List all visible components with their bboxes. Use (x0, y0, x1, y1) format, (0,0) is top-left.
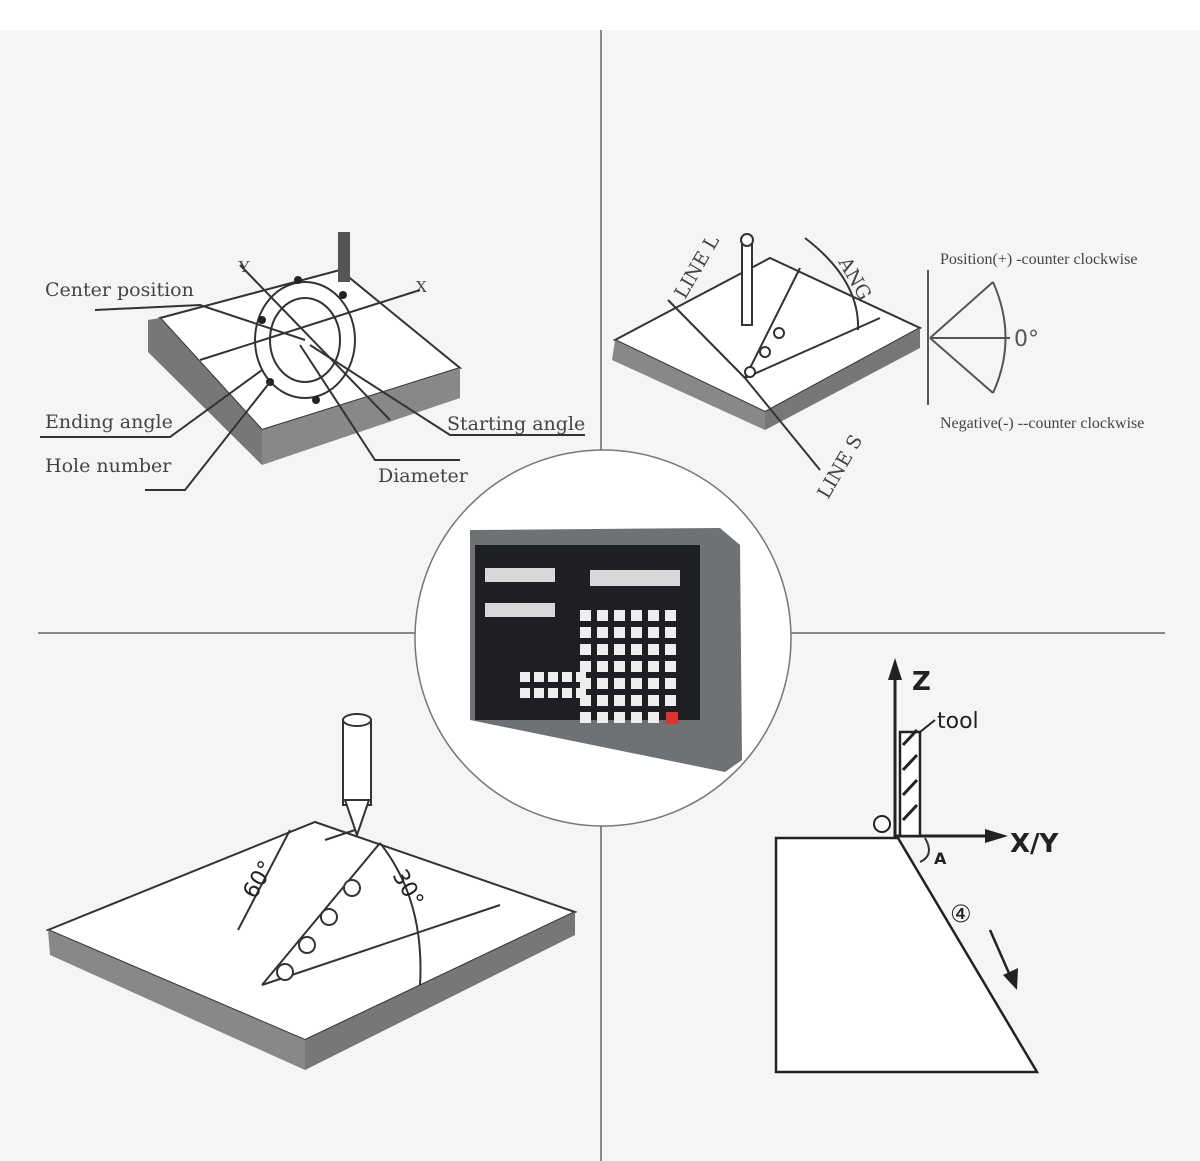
keypad-key (614, 661, 625, 672)
keypad-key (580, 712, 591, 723)
label-positive: Position(+) -counter clockwise (940, 251, 1137, 268)
function-key (562, 688, 572, 698)
label-axis-x: X (415, 277, 427, 296)
line-hole-diagram (612, 233, 1010, 471)
label-ending-angle: Ending angle (45, 411, 173, 433)
keypad-key (597, 644, 608, 655)
dro-device-image (414, 449, 792, 827)
keypad-key (648, 644, 659, 655)
function-key (520, 688, 530, 698)
label-angle-a: A (934, 849, 947, 868)
keypad-key (614, 627, 625, 638)
keypad-key (648, 678, 659, 689)
keypad-key (597, 610, 608, 621)
keypad-key (597, 661, 608, 672)
keypad-key (614, 610, 625, 621)
label-starting-angle: Starting angle (447, 413, 585, 435)
function-key (548, 672, 558, 682)
function-key (576, 672, 586, 682)
keypad-key (631, 627, 642, 638)
keypad-key (631, 678, 642, 689)
keypad-key (665, 661, 676, 672)
keypad-key (648, 661, 659, 672)
function-key (534, 688, 544, 698)
keypad-key (580, 627, 591, 638)
keypad-key (665, 610, 676, 621)
keypad-key (597, 678, 608, 689)
label-axis-xy: X/Y (1010, 829, 1060, 859)
function-key (548, 688, 558, 698)
keypad-key (631, 661, 642, 672)
angled-line-holes-diagram (45, 713, 578, 1070)
keypad-key (614, 712, 625, 723)
keypad-key (648, 712, 659, 723)
keypad-key (597, 627, 608, 638)
keypad-key (580, 695, 591, 706)
label-center-position: Center position (45, 279, 194, 301)
function-key (534, 672, 544, 682)
label-tool: tool (937, 709, 979, 734)
function-key (562, 672, 572, 682)
label-axis-y: Y (238, 257, 250, 276)
keypad-key (580, 644, 591, 655)
keypad-key (580, 661, 591, 672)
keypad-key (597, 712, 608, 723)
label-hole-number: Hole number (45, 455, 172, 477)
keypad-key (580, 678, 591, 689)
keypad-key (597, 695, 608, 706)
chamfer-diagram (774, 658, 1040, 1074)
label-step-4: ④ (950, 900, 972, 928)
keypad-key (648, 695, 659, 706)
function-key (520, 672, 530, 682)
keypad-key (631, 610, 642, 621)
keypad-key (665, 678, 676, 689)
label-axis-z: Z (912, 667, 931, 697)
keypad-key (580, 610, 591, 621)
function-key (576, 688, 586, 698)
label-diameter: Diameter (378, 465, 469, 487)
bolt-hole-circle-diagram (40, 232, 585, 491)
keypad-key (614, 644, 625, 655)
keypad-key (648, 610, 659, 621)
keypad-key (614, 695, 625, 706)
keypad-key (665, 644, 676, 655)
label-zero-degrees: 0° (1014, 327, 1039, 352)
keypad-key (665, 695, 676, 706)
keypad-key (648, 627, 659, 638)
label-negative: Negative(-) --counter clockwise (940, 415, 1144, 432)
keypad-key (665, 627, 676, 638)
keypad-key (614, 678, 625, 689)
keypad-key (631, 695, 642, 706)
keypad-key (631, 712, 642, 723)
keypad-key (631, 644, 642, 655)
